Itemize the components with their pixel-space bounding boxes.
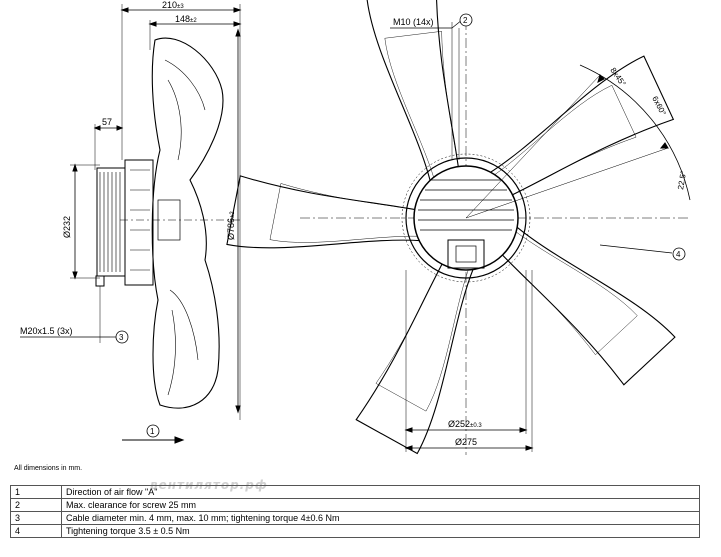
legend-table: 1 Direction of air flow "A" 2 Max. clear…	[10, 485, 700, 538]
side-view	[20, 4, 242, 444]
side-view-labels: 210±3 148±2 57 Ø232 Ø786±2 M20x1.5 (3x) …	[20, 0, 236, 438]
angle-60-label: 6x60°	[650, 95, 668, 117]
legend-number: 2	[10, 498, 62, 512]
dim-148-label: 148±2	[175, 14, 197, 24]
callout-2-text: 2	[463, 16, 468, 25]
table-row: 4 Tightening torque 3.5 ± 0.5 Nm	[10, 524, 700, 538]
flange-diameter-label: Ø275	[455, 437, 477, 447]
legend-number: 1	[10, 485, 62, 499]
callout-1	[146, 424, 160, 438]
callout-4	[672, 247, 686, 261]
units-note: All dimensions in mm.	[14, 465, 83, 472]
callout-1-text: 1	[150, 427, 155, 436]
legend-number: 4	[10, 524, 62, 538]
table-row: 1 Direction of air flow "A"	[10, 485, 700, 499]
mount-thread-label: M10 (14x)	[393, 17, 434, 27]
callout-2	[459, 13, 473, 27]
dim-232-label: Ø232	[62, 216, 72, 238]
bolt-circle-label: Ø252±0.3	[448, 419, 482, 429]
callout-4-text: 4	[676, 250, 681, 259]
dim-57-label: 57	[102, 117, 112, 127]
legend-text: Tightening torque 3.5 ± 0.5 Nm	[61, 524, 700, 538]
callout-3	[115, 330, 129, 344]
front-view	[201, 0, 694, 460]
callout-3-text: 3	[119, 333, 124, 342]
technical-drawing: 210±3 148±2 57 Ø232 Ø786±2 M20x1.5 (3x) …	[20, 0, 694, 460]
angle-45-label: 8x45°	[608, 66, 627, 88]
dim-210-label: 210±3	[162, 0, 184, 10]
legend-text: Max. clearance for screw 25 mm	[61, 498, 700, 512]
angle-22-label: 22.5°	[676, 170, 688, 190]
legend-text: Cable diameter min. 4 mm, max. 10 mm; ti…	[61, 511, 700, 525]
table-row: 2 Max. clearance for screw 25 mm	[10, 498, 700, 512]
legend-number: 3	[10, 511, 62, 525]
table-row: 3 Cable diameter min. 4 mm, max. 10 mm; …	[10, 511, 700, 525]
thread-label: M20x1.5 (3x)	[20, 326, 73, 336]
legend-text: Direction of air flow "A"	[61, 485, 700, 499]
